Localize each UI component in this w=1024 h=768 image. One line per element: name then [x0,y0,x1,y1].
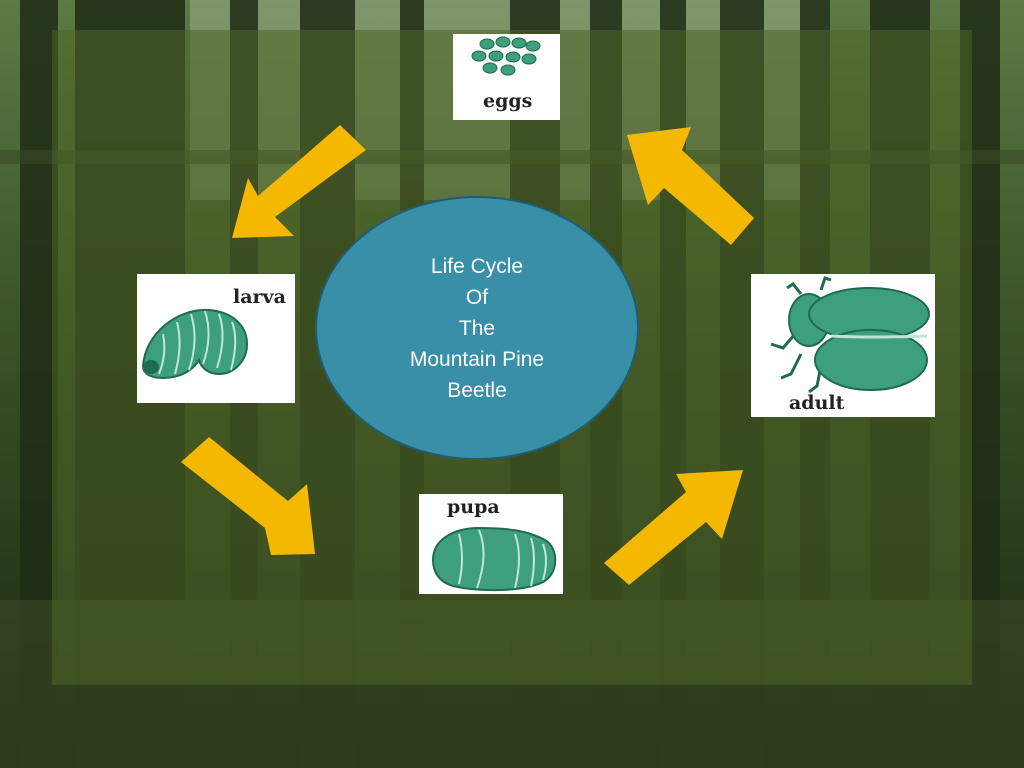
stage-pupa-card: pupa [419,494,563,594]
diagram-title: Life Cycle Of The Mountain Pine Beetle [409,254,545,402]
stage-adult-label: adult [789,392,845,414]
eggs-icon [471,36,541,76]
life-cycle-title-ellipse: Life Cycle Of The Mountain Pine Beetle [315,196,639,460]
stage-larva-card: larva [137,274,295,403]
stage-eggs-card: eggs [453,34,560,120]
stage-pupa-label: pupa [447,496,500,518]
stage-eggs-label: eggs [483,90,533,112]
stage-adult-card: adult [751,274,935,417]
stage-larva-label: larva [233,286,286,308]
larva-icon [141,308,249,380]
beetle-icon [770,276,930,394]
pupa-icon [431,526,557,592]
